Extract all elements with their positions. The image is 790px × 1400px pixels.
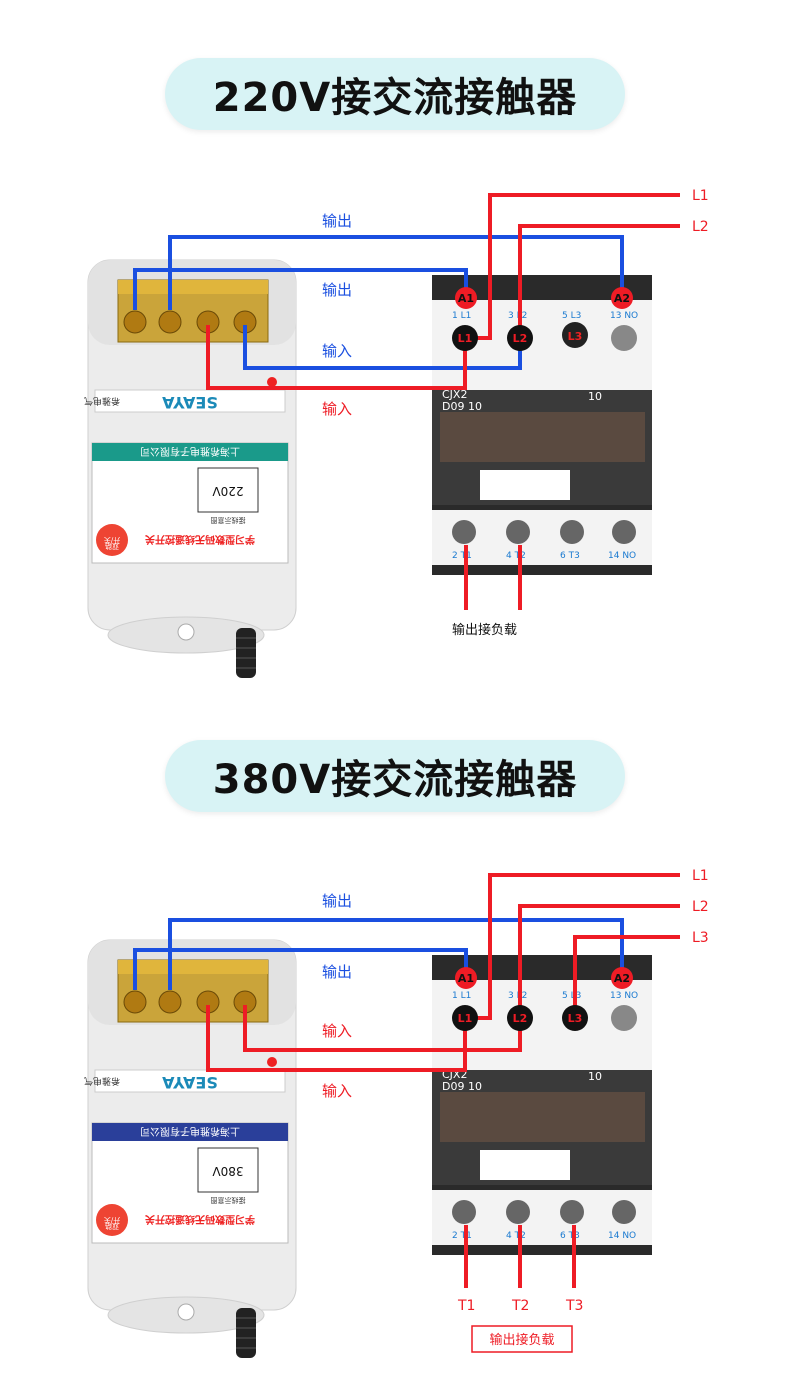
title-pill-220v: 220V接交流接触器 bbox=[165, 58, 625, 130]
a2-badge: A2 bbox=[614, 972, 630, 985]
contactor-model2: D09 10 bbox=[442, 1080, 482, 1093]
terminal-l3 bbox=[562, 322, 588, 348]
l1-badge: L1 bbox=[458, 1012, 473, 1025]
label-l1: L1 bbox=[692, 868, 709, 884]
bottom-num-4: 4 T2 bbox=[506, 1231, 526, 1241]
top-num-13: 13 NO bbox=[610, 311, 638, 321]
top-num-1: 1 L1 bbox=[452, 311, 471, 321]
top-num-13: 13 NO bbox=[610, 991, 638, 1001]
label-input-2: 输入 bbox=[322, 400, 352, 418]
label-t1: T1 bbox=[457, 1298, 475, 1314]
label-output-2: 输出 bbox=[322, 281, 352, 299]
badge-bottom: 双路 bbox=[105, 542, 119, 551]
a1-badge: A1 bbox=[458, 972, 474, 985]
product-name: 学习型数码无线遥控开关 bbox=[145, 533, 255, 546]
badge bbox=[96, 1204, 128, 1236]
label-l3: L3 bbox=[692, 930, 709, 946]
contactor: CJX2 D09 10 10 1 L1 3 L2 5 L3 13 NO 2 T1… bbox=[432, 275, 652, 575]
section-title: 380V接交流接触器 bbox=[212, 757, 578, 803]
badge-top: 开/关 bbox=[104, 536, 120, 545]
l3-badge: L3 bbox=[568, 1012, 583, 1025]
section-title: 220V接交流接触器 bbox=[212, 75, 578, 121]
label-l3-terminal: L3 bbox=[568, 330, 583, 343]
terminal-screws bbox=[123, 990, 257, 1014]
company-banner: 上海希雅电子有限公司 bbox=[140, 445, 240, 458]
label-input-2: 输入 bbox=[322, 1082, 352, 1100]
label-load: 输出接负载 bbox=[452, 622, 517, 638]
a2-badge: A2 bbox=[614, 292, 630, 305]
remote-controller: SEAYA 希雅电气 上海希雅电子有限公司 220V 接线示意图 学习型数码无线… bbox=[84, 259, 297, 678]
wiring-note: 接线示意图 bbox=[211, 1196, 246, 1205]
badge-bottom: 双路 bbox=[105, 1222, 119, 1231]
a1-badge: A1 bbox=[458, 292, 474, 305]
label-output-2: 输出 bbox=[322, 963, 352, 981]
label-output-1: 输出 bbox=[322, 892, 352, 910]
product-name: 学习型数码无线遥控开关 bbox=[145, 1213, 255, 1226]
top-num-1: 1 L1 bbox=[452, 991, 471, 1001]
contactor-model2: D09 10 bbox=[442, 400, 482, 413]
brand-text: SEAYA bbox=[162, 393, 218, 412]
bottom-num-6: 6 T3 bbox=[560, 551, 580, 561]
antenna bbox=[236, 1308, 256, 1358]
terminal-badges: A1 A2 L1 L2 bbox=[452, 287, 633, 351]
indicator-led bbox=[267, 377, 277, 387]
wires bbox=[133, 193, 680, 610]
contactor-model: CJX2 bbox=[442, 388, 467, 401]
bottom-num-6: 6 T3 bbox=[560, 1231, 580, 1241]
bottom-num-4: 4 T2 bbox=[506, 551, 526, 561]
load-box bbox=[471, 1325, 573, 1353]
voltage-label: 380V bbox=[212, 1164, 244, 1178]
brand-text: SEAYA bbox=[162, 1073, 218, 1092]
label-l2: L2 bbox=[692, 219, 709, 235]
badge bbox=[96, 524, 128, 556]
voltage-label: 220V bbox=[212, 484, 244, 498]
terminal-badges: A1 A2 L1 L2 L3 bbox=[452, 967, 633, 1031]
top-num-3: 3 L2 bbox=[508, 311, 527, 321]
contactor-aux: 10 bbox=[588, 390, 602, 403]
indicator-led bbox=[267, 1057, 277, 1067]
label-output-1: 输出 bbox=[322, 212, 352, 230]
label-t3: T3 bbox=[565, 1298, 583, 1314]
title-pill-380v: 380V接交流接触器 bbox=[165, 740, 625, 812]
brand-cn-text: 希雅电气 bbox=[84, 395, 120, 407]
l2-badge: L2 bbox=[513, 332, 528, 345]
label-l2: L2 bbox=[692, 899, 709, 915]
company-banner: 上海希雅电子有限公司 bbox=[140, 1125, 240, 1138]
terminal-screws bbox=[123, 310, 257, 334]
brand-cn-text: 希雅电气 bbox=[84, 1075, 120, 1087]
label-input-1: 输入 bbox=[322, 1022, 352, 1040]
l2-badge: L2 bbox=[513, 1012, 528, 1025]
l1-badge: L1 bbox=[458, 332, 473, 345]
label-l1: L1 bbox=[692, 188, 709, 204]
top-num-5: 5 L3 bbox=[562, 311, 581, 321]
contactor: CJX2 D09 10 10 1 L1 3 L2 5 L3 13 NO 2 T1… bbox=[432, 955, 652, 1255]
diagram-220v: SEAYA 希雅电气 上海希雅电子有限公司 220V 接线示意图 学习型数码无线… bbox=[84, 188, 709, 678]
label-t2: T2 bbox=[511, 1298, 529, 1314]
bottom-num-2: 2 T1 bbox=[452, 551, 472, 561]
wiring-note: 接线示意图 bbox=[211, 516, 246, 525]
remote-controller: SEAYA 希雅电气 上海希雅电子有限公司 380V 接线示意图 学习型数码无线… bbox=[84, 939, 297, 1358]
bottom-num-2: 2 T1 bbox=[452, 1231, 472, 1241]
bottom-num-14: 14 NO bbox=[608, 551, 636, 561]
contactor-aux: 10 bbox=[588, 1070, 602, 1083]
diagram-380v: SEAYA 希雅电气 上海希雅电子有限公司 380V 接线示意图 学习型数码无线… bbox=[84, 868, 709, 1358]
antenna bbox=[236, 628, 256, 678]
label-load: 输出接负载 bbox=[489, 1332, 554, 1348]
top-num-3: 3 L2 bbox=[508, 991, 527, 1001]
top-num-5: 5 L3 bbox=[562, 991, 581, 1001]
badge-top: 开/关 bbox=[104, 1216, 120, 1225]
label-input-1: 输入 bbox=[322, 342, 352, 360]
bottom-num-14: 14 NO bbox=[608, 1231, 636, 1241]
